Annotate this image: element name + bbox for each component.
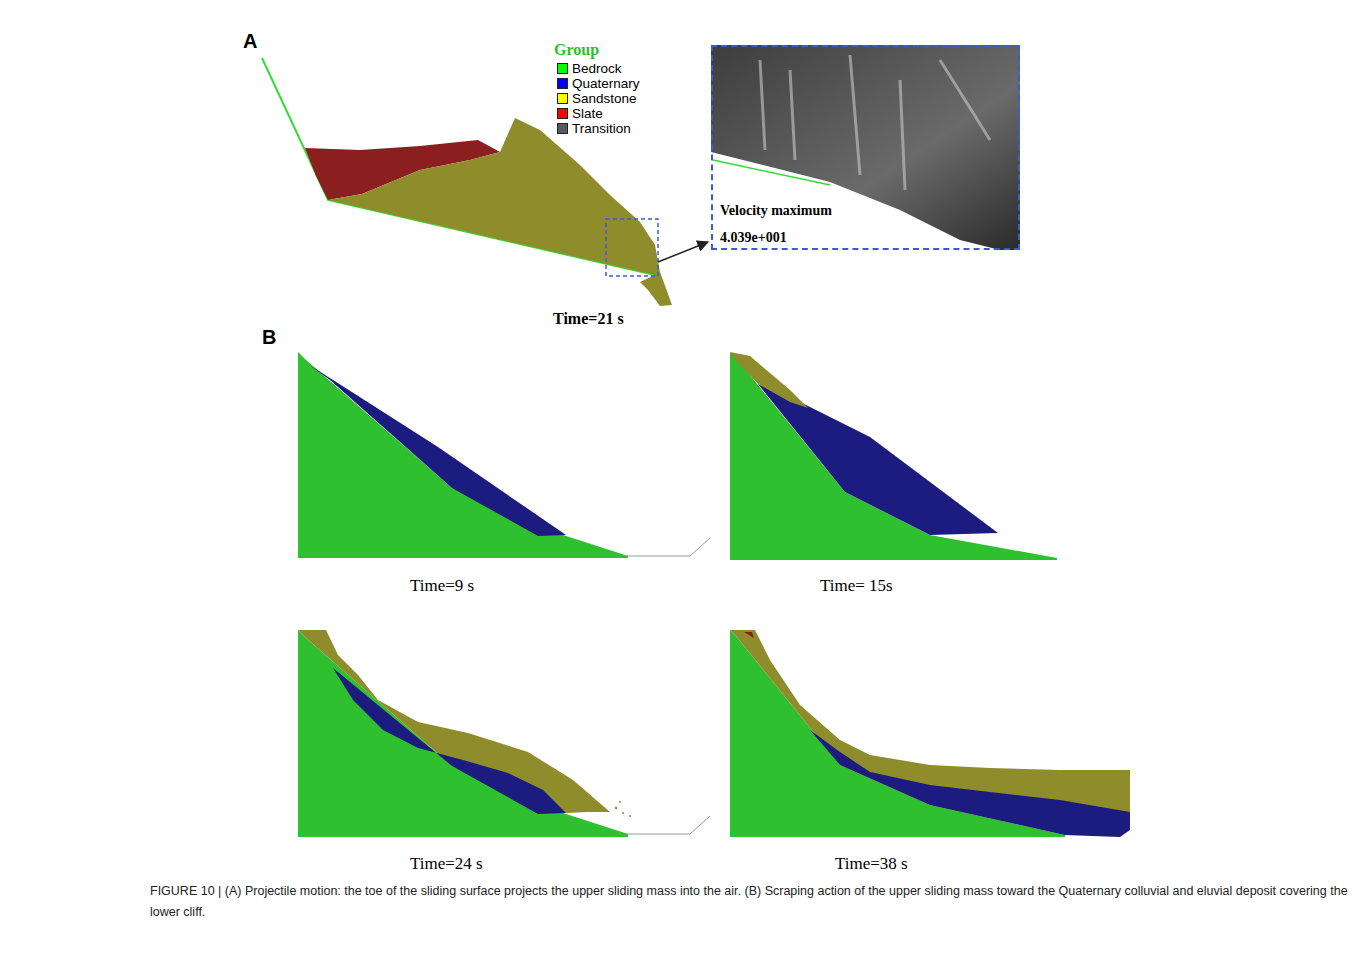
bedrock bbox=[730, 352, 1057, 560]
legend-swatch bbox=[557, 123, 568, 134]
sandstone-mass bbox=[328, 118, 672, 306]
snapshot-9s bbox=[298, 352, 710, 558]
inset-texture bbox=[711, 45, 1020, 250]
time-label: Time=38 s bbox=[835, 854, 908, 874]
legend-title: Group bbox=[554, 41, 599, 59]
debris bbox=[615, 801, 631, 817]
legend-text: Quaternary bbox=[572, 76, 640, 91]
quaternary bbox=[308, 364, 566, 536]
time-label: Time=9 s bbox=[410, 576, 474, 596]
legend-text: Transition bbox=[572, 121, 631, 136]
quaternary bbox=[810, 730, 1130, 837]
inset-text: 4.039e+001 bbox=[718, 230, 789, 246]
legend-swatch bbox=[557, 78, 568, 89]
time-label: Time=21 s bbox=[553, 310, 624, 328]
legend-swatch bbox=[557, 63, 568, 74]
zoom-box bbox=[606, 219, 658, 276]
legend-text: Bedrock bbox=[572, 61, 622, 76]
legend-text: Sandstone bbox=[572, 91, 637, 106]
inset-text: Velocity maximum bbox=[718, 203, 834, 219]
snapshot-38s bbox=[730, 630, 1130, 837]
quaternary bbox=[758, 384, 998, 535]
snapshot-15s bbox=[730, 352, 1057, 560]
quaternary bbox=[333, 668, 566, 814]
legend-swatch bbox=[557, 108, 568, 119]
legend-swatch bbox=[557, 93, 568, 104]
panel-letter: B bbox=[262, 326, 276, 349]
inset-streaks bbox=[760, 55, 990, 190]
inset-surface bbox=[713, 160, 830, 185]
legend-text: Slate bbox=[572, 106, 603, 121]
zoom-arrow bbox=[658, 242, 708, 262]
slate bbox=[744, 632, 754, 638]
panel-letter: A bbox=[243, 30, 257, 53]
panel-a bbox=[262, 45, 1020, 306]
bedrock bbox=[298, 352, 628, 558]
inset-box: Velocity maximum 4.039e+001 bbox=[711, 45, 1020, 250]
boundary-line bbox=[626, 816, 710, 834]
time-label: Time= 15s bbox=[820, 576, 893, 596]
figure-caption: FIGURE 10 | (A) Projectile motion: the t… bbox=[150, 881, 1350, 923]
sandstone bbox=[298, 630, 610, 813]
time-label: Time=24 s bbox=[410, 854, 483, 874]
snapshot-24s bbox=[298, 630, 710, 837]
sandstone bbox=[730, 352, 808, 408]
bedrock bbox=[298, 630, 628, 837]
boundary-line bbox=[626, 538, 710, 556]
